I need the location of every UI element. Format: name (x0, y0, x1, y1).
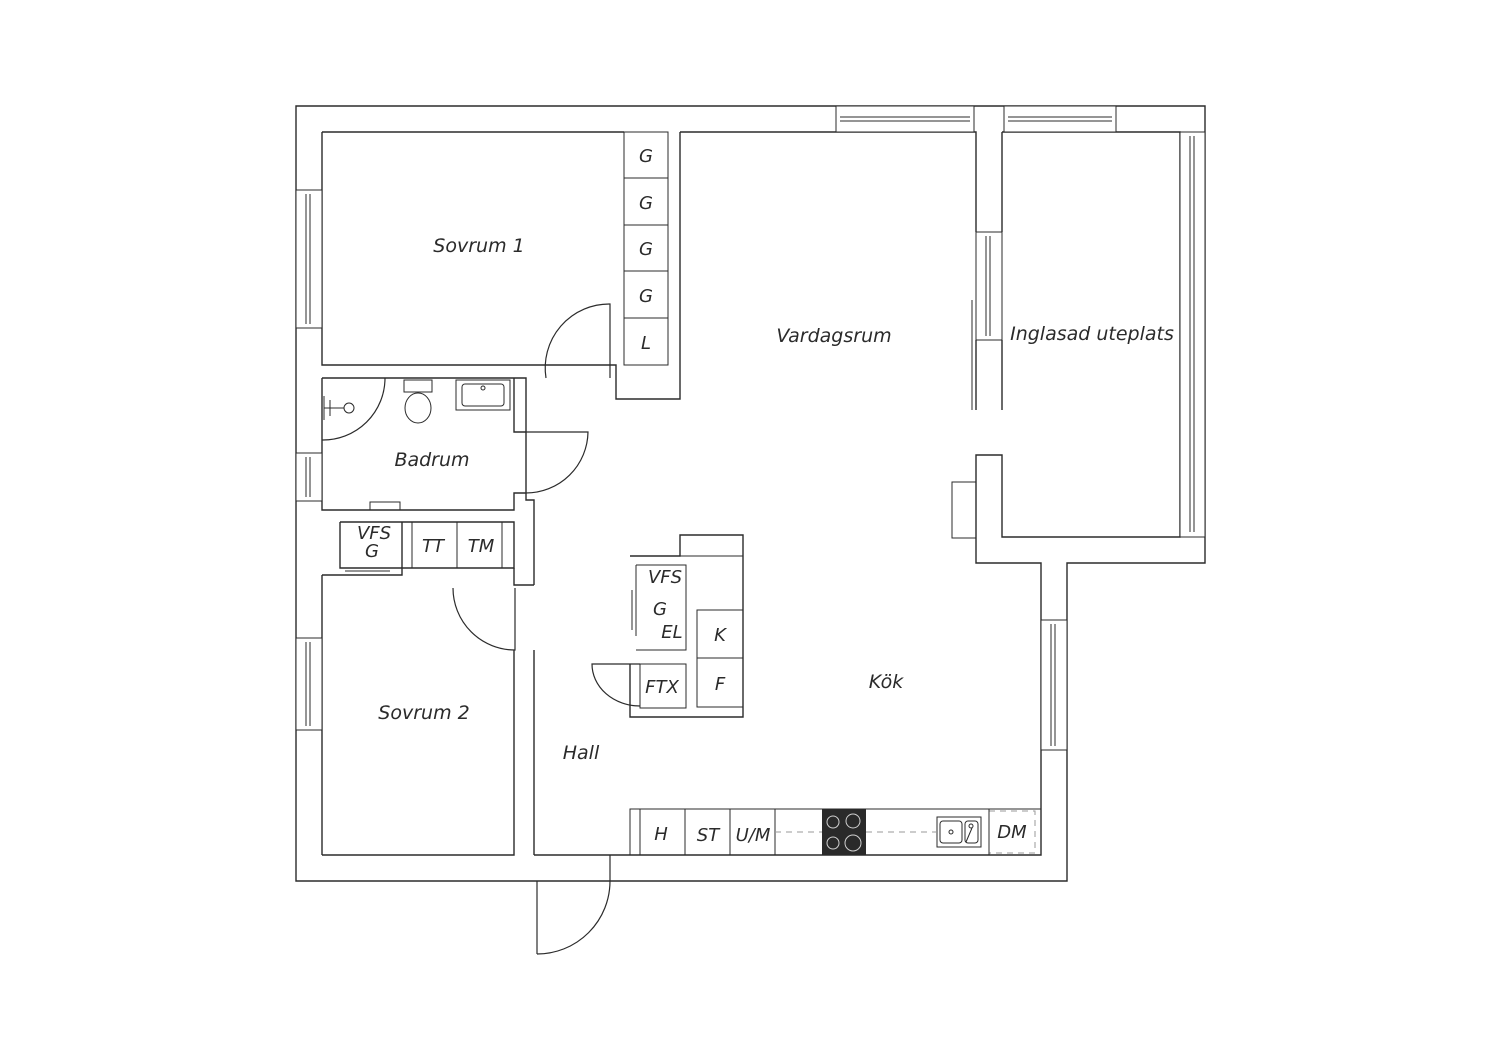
laundry-g-label: G (365, 541, 379, 562)
window-left-2 (295, 452, 323, 502)
kitchen-sink-icon (936, 816, 982, 848)
room-label-vardagsrum: Vardagsrum (776, 325, 891, 347)
bathroom-fixtures (323, 379, 511, 511)
kitchen-st-label: ST (697, 825, 721, 846)
door-entrance (536, 855, 611, 955)
wardrobe-label: G (639, 286, 653, 307)
room-label-hall: Hall (563, 742, 600, 764)
room-label-inglasad: Inglasad uteplats (1010, 323, 1174, 345)
room-label-sovrum2: Sovrum 2 (378, 702, 469, 724)
hall-ftx-label: FTX (645, 677, 679, 698)
laundry-area: VFS G TT TM (345, 521, 503, 572)
toilet-icon (403, 379, 433, 424)
wardrobe-label: G (639, 146, 653, 167)
wardrobe-label: G (639, 193, 653, 214)
hall-vfs-label: VFS (648, 567, 682, 588)
fridge-f-label: F (715, 674, 726, 695)
window-top-left (835, 105, 975, 133)
sink-icon (455, 379, 511, 411)
wardrobe-label: L (641, 333, 651, 354)
laundry-tt-label: TT (422, 536, 446, 557)
laundry-vfs-label: VFS (357, 523, 391, 544)
laundry-shelf (369, 501, 401, 511)
wardrobe-label: G (639, 239, 653, 260)
patio-pillar (951, 481, 977, 539)
stove-icon (822, 809, 866, 855)
room-label-kok: Kök (869, 671, 904, 693)
hall-closet: VFS G EL FTX K F (591, 534, 744, 718)
outer-walls (295, 105, 1206, 882)
windows (295, 105, 1206, 751)
door-badrum (525, 431, 589, 494)
kitchen-dm-label: DM (997, 822, 1027, 843)
wardrobe-sovrum1: G G G G L (623, 131, 669, 366)
kitchen-counter: H ST U/M DM (629, 808, 1042, 856)
window-top-right (1003, 105, 1117, 133)
hall-el-label: EL (661, 622, 682, 643)
room-label-sovrum1: Sovrum 1 (433, 235, 524, 257)
window-glazed-door (975, 231, 1003, 341)
room-label-badrum: Badrum (394, 449, 469, 471)
door-sovrum1 (544, 303, 611, 379)
window-left-3 (295, 637, 323, 731)
door-shower (321, 377, 386, 441)
window-right (1179, 131, 1206, 538)
kitchen-h-label: H (654, 824, 668, 845)
fridge-k-label: K (714, 625, 727, 646)
laundry-tm-label: TM (468, 536, 495, 557)
window-kitchen (1040, 619, 1068, 751)
shower-icon (323, 396, 355, 420)
hall-g-label: G (653, 599, 667, 620)
room-labels: Sovrum 1 Vardagsrum Inglasad uteplats Ba… (378, 235, 1174, 764)
kitchen-um-label: U/M (736, 825, 771, 846)
door-sovrum2 (452, 587, 516, 651)
doors (321, 303, 611, 955)
window-left-1 (295, 189, 323, 329)
